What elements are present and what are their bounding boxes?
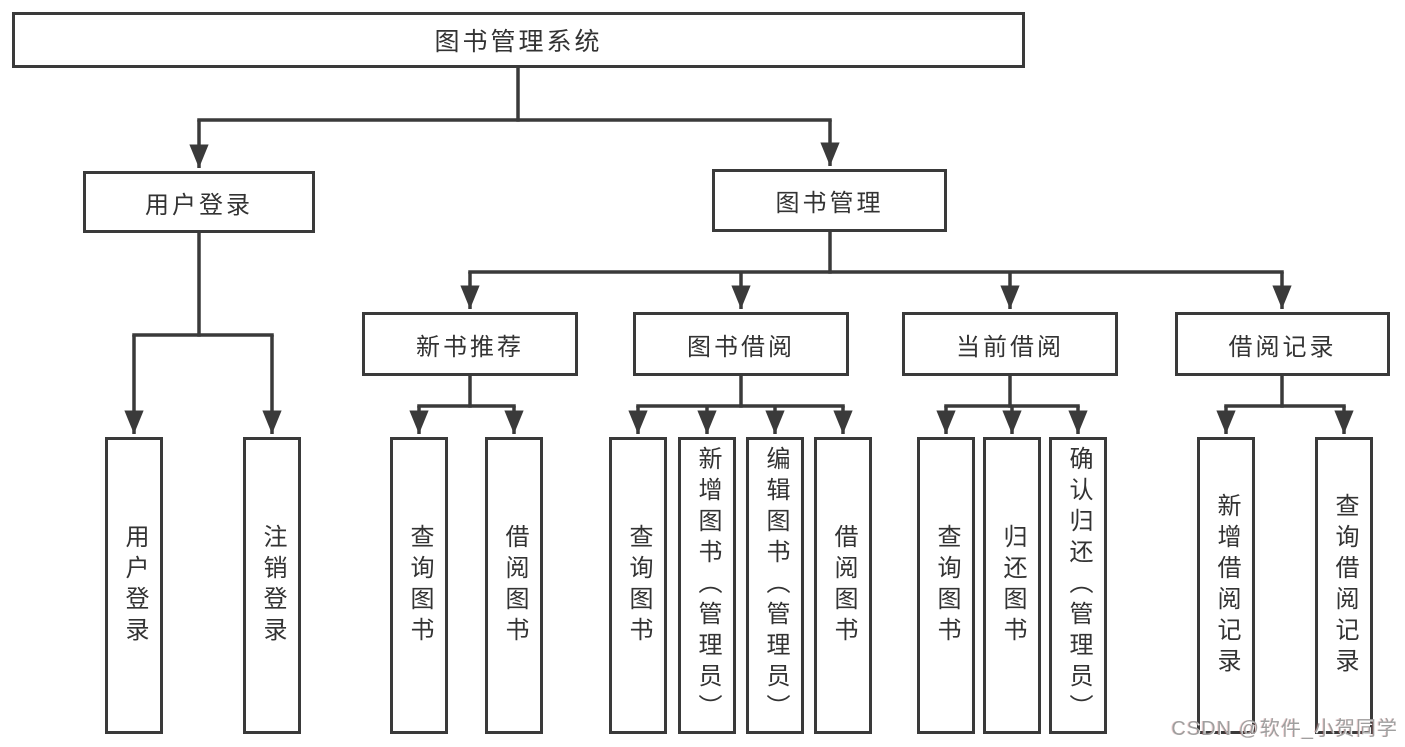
- branch-current-borrowing: [936, 374, 1088, 434]
- leaf-query-books-3: 查询图书: [917, 437, 975, 734]
- leaf-user-login: 用户登录: [105, 437, 163, 734]
- node-new-book-recommend: 新书推荐: [362, 312, 578, 376]
- node-book-management: 图书管理: [712, 169, 947, 232]
- branch-user-login: [124, 231, 282, 434]
- leaf-borrow-books: 借阅图书: [485, 437, 543, 734]
- leaf-query-books: 查询图书: [390, 437, 448, 734]
- branch-root: [189, 64, 840, 168]
- leaf-return-books: 归还图书: [983, 437, 1041, 734]
- leaf-query-books-2: 查询图书: [609, 437, 667, 734]
- leaf-query-borrow-record: 查询借阅记录: [1315, 437, 1373, 734]
- leaf-add-books-admin: 新增图书（管理员）: [678, 437, 736, 734]
- node-library-system: 图书管理系统: [12, 12, 1025, 68]
- leaf-edit-books-admin: 编辑图书（管理员）: [746, 437, 804, 734]
- node-user-login: 用户登录: [83, 171, 315, 233]
- node-current-borrowing: 当前借阅: [902, 312, 1118, 376]
- leaf-confirm-return-admin: 确认归还（管理员）: [1049, 437, 1107, 734]
- leaf-add-borrow-record: 新增借阅记录: [1197, 437, 1255, 734]
- node-book-borrowing: 图书借阅: [633, 312, 849, 376]
- watermark: CSDN @软件_小贺同学: [1171, 718, 1398, 740]
- branch-book-management: [460, 230, 1292, 309]
- branch-borrowing-records: [1216, 374, 1354, 434]
- branch-book-borrowing: [628, 374, 853, 434]
- leaf-logout: 注销登录: [243, 437, 301, 734]
- branch-new-book-recommend: [409, 374, 524, 434]
- leaf-borrow-books-2: 借阅图书: [814, 437, 872, 734]
- node-borrowing-records: 借阅记录: [1175, 312, 1390, 376]
